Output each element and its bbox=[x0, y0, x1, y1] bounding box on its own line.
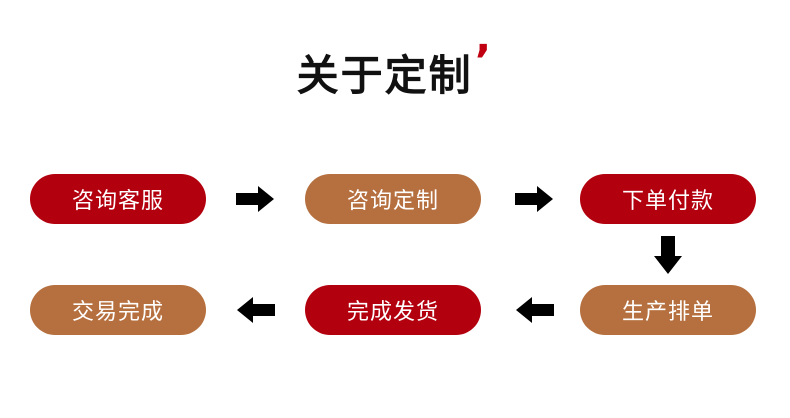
step-label: 生产排单 bbox=[621, 300, 714, 325]
step-label: 完成发货 bbox=[346, 300, 439, 325]
step-label: 交易完成 bbox=[71, 300, 164, 325]
step-consult-service: 咨询客服 bbox=[30, 174, 206, 224]
title-accent-mark: ’ bbox=[474, 36, 494, 87]
page-title: 关于定制’ bbox=[0, 36, 790, 106]
step-order-payment: 下单付款 bbox=[580, 174, 756, 224]
step-label: 咨询客服 bbox=[71, 189, 164, 214]
step-consult-custom: 咨询定制 bbox=[305, 174, 481, 224]
arrow-right-icon bbox=[515, 186, 553, 212]
arrow-left-icon bbox=[516, 297, 554, 323]
step-label: 咨询定制 bbox=[346, 189, 439, 214]
step-transaction-complete: 交易完成 bbox=[30, 285, 206, 335]
step-label: 下单付款 bbox=[621, 189, 714, 214]
title-text: 关于定制 bbox=[296, 51, 473, 100]
arrow-down-icon bbox=[654, 236, 682, 274]
arrow-left-icon bbox=[237, 297, 275, 323]
arrow-right-icon bbox=[236, 186, 274, 212]
step-production-scheduling: 生产排单 bbox=[580, 285, 756, 335]
step-shipping-complete: 完成发货 bbox=[305, 285, 481, 335]
